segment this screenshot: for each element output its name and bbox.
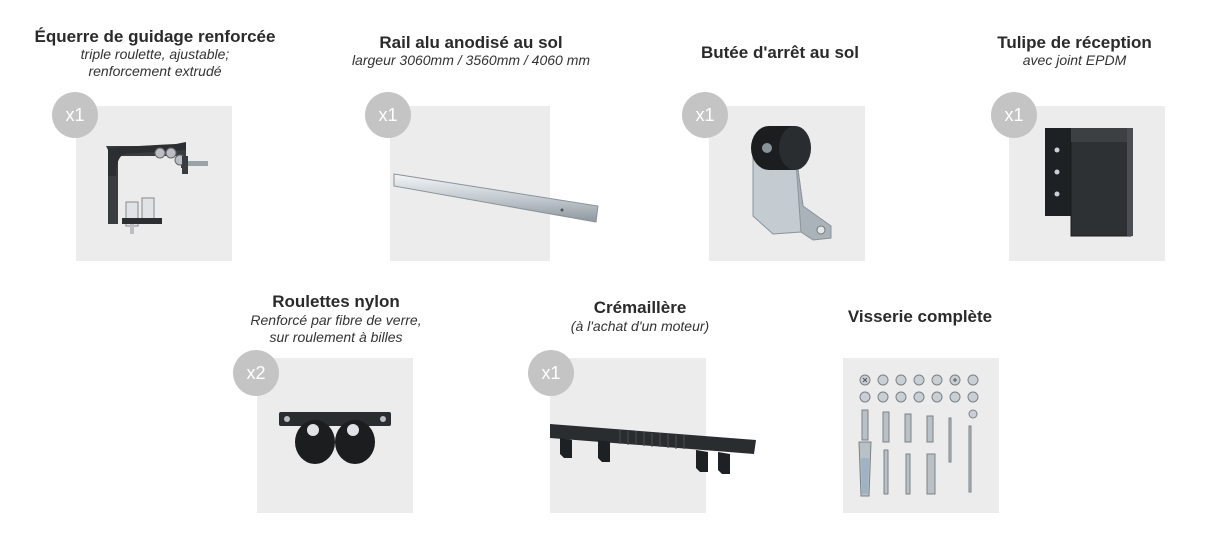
receiving-post-icon [1045, 128, 1133, 237]
subtitle-line: triple roulette, ajustable; [80, 46, 230, 62]
product-image-box [550, 358, 756, 513]
quantity-badge: x1 [528, 350, 574, 396]
quantity-badge: x1 [682, 92, 728, 138]
quantity-badge: x1 [365, 92, 411, 138]
nylon-roller-icon [279, 412, 391, 464]
product-item-rail: Rail alu anodisé au sol largeur 3060mm /… [318, 0, 624, 270]
product-title: Rail alu anodisé au sol [379, 33, 563, 52]
quantity-badge: x2 [233, 350, 279, 396]
product-item-floor-stop: Butée d'arrêt au sol x1 [630, 0, 930, 270]
product-item-nylon-rollers: Roulettes nylon Renforcé par fibre de ve… [196, 270, 476, 538]
product-item-guide-bracket: Équerre de guidage renforcée triple roul… [0, 0, 310, 270]
product-title: Roulettes nylon [272, 292, 400, 311]
subtitle-line: renforcement extrudé [88, 63, 222, 79]
screws-kit-icon [858, 374, 979, 497]
product-image-box [843, 358, 999, 513]
floor-stop-icon [751, 126, 832, 241]
product-subtitle: triple roulette, ajustable; renforcement… [0, 46, 310, 80]
product-title: Visserie complète [847, 307, 993, 326]
subtitle-line: sur roulement à billes [269, 329, 403, 345]
gear-rack-icon [550, 424, 756, 474]
product-title: Crémaillère [593, 298, 687, 317]
product-image-box [1009, 106, 1165, 261]
aluminium-rail-icon [393, 173, 599, 223]
product-subtitle: Renforcé par fibre de verre, sur rouleme… [196, 312, 476, 346]
subtitle-line: (à l'achat d'un moteur) [570, 318, 710, 334]
product-subtitle: (à l'achat d'un moteur) [500, 318, 780, 335]
subtitle-line: avec joint EPDM [1022, 52, 1127, 68]
product-image-box [76, 106, 232, 261]
product-title: Équerre de guidage renforcée [34, 27, 276, 46]
product-image-box [257, 358, 413, 513]
product-title: Tulipe de réception [997, 33, 1152, 52]
product-subtitle: avec joint EPDM [938, 52, 1211, 69]
subtitle-line: Renforcé par fibre de verre, [250, 312, 422, 328]
product-subtitle: largeur 3060mm / 3560mm / 4060 mm [318, 52, 624, 69]
subtitle-line: largeur 3060mm / 3560mm / 4060 mm [351, 52, 591, 68]
product-title: Butée d'arrêt au sol [700, 43, 860, 62]
guide-bracket-icon [106, 142, 208, 234]
product-item-receiving-post: Tulipe de réception avec joint EPDM x1 [938, 0, 1211, 270]
product-item-screws-kit: Visserie complète [780, 270, 1060, 538]
product-image-box [390, 106, 599, 261]
product-image-box [709, 106, 865, 261]
quantity-badge: x1 [52, 92, 98, 138]
quantity-badge: x1 [991, 92, 1037, 138]
product-item-gear-rack: Crémaillère (à l'achat d'un moteur) x1 [500, 270, 780, 538]
